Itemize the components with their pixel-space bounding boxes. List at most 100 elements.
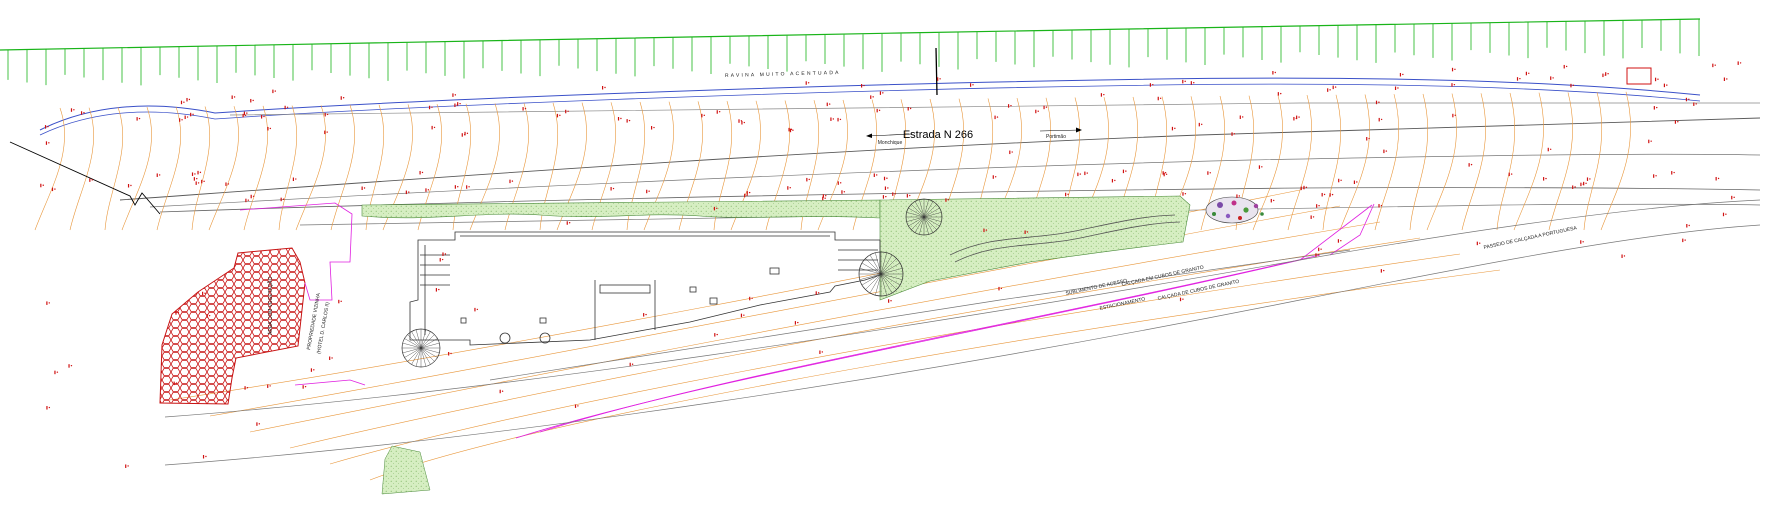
spot-dot <box>1549 148 1552 150</box>
spot-dot <box>175 382 178 384</box>
spot-dot <box>1717 177 1720 180</box>
spot-dot <box>887 187 889 189</box>
radial-spoke <box>402 342 422 349</box>
contour-line <box>1287 95 1312 231</box>
spot-mark <box>186 97 188 102</box>
spot-dot <box>227 183 230 185</box>
section-cut-line <box>9 141 161 215</box>
spot-dot <box>252 195 255 197</box>
spot-dot <box>612 187 615 190</box>
contour-line <box>1339 94 1370 231</box>
spot-mark <box>1383 149 1385 154</box>
spot-dot <box>1209 172 1211 174</box>
ravine-ticks <box>7 19 1700 86</box>
spot-mark <box>267 384 269 388</box>
spot-dot <box>138 117 141 120</box>
spot-mark <box>80 111 83 115</box>
spot-mark <box>1207 171 1209 175</box>
radial-spoke <box>919 216 925 235</box>
spot-mark <box>716 110 718 114</box>
spot-mark <box>292 177 295 182</box>
spot-dot <box>821 351 824 353</box>
radial-spoke <box>911 216 925 230</box>
spot-dot <box>269 385 271 387</box>
radial-spoke <box>404 338 422 349</box>
spot-mark <box>442 252 444 256</box>
spot-dot <box>996 116 999 118</box>
spot-dot <box>252 99 254 102</box>
radial-spoke <box>914 201 925 218</box>
spot-mark <box>256 422 258 426</box>
spot-mark <box>243 111 246 116</box>
property-boundary <box>239 202 1375 439</box>
spot-mark <box>1043 105 1045 110</box>
spot-mark <box>439 258 441 262</box>
spot-dot <box>839 118 842 121</box>
spot-dot <box>408 191 410 193</box>
spot-mark <box>250 98 252 103</box>
spot-dot <box>1340 240 1342 242</box>
spot-mark <box>1318 247 1320 252</box>
contour-line <box>1200 95 1225 231</box>
spot-dot <box>825 195 827 197</box>
radial-spoke <box>880 273 903 280</box>
spot-mark <box>509 179 511 184</box>
spot-mark <box>1570 83 1572 88</box>
spot-dot <box>797 321 799 324</box>
spot-mark <box>1321 192 1323 197</box>
spot-mark <box>1723 77 1726 81</box>
spot-mark <box>1380 269 1382 273</box>
spot-mark <box>1722 212 1725 217</box>
radial-spoke <box>906 212 925 218</box>
spot-dot <box>233 96 236 98</box>
spot-mark <box>1621 254 1623 258</box>
spot-dot <box>716 207 718 210</box>
spot-mark <box>284 105 286 110</box>
spot-dot <box>876 174 878 176</box>
spot-dot <box>54 188 56 190</box>
spot-mark <box>1572 185 1574 189</box>
spot-dot <box>454 94 457 96</box>
spot-mark <box>1122 169 1125 174</box>
spot-mark <box>1525 71 1527 76</box>
spot-dot <box>1233 133 1236 135</box>
spot-dot <box>476 308 479 311</box>
spot-mark <box>1580 182 1582 187</box>
radial-spoke <box>411 331 422 349</box>
spot-dot <box>1152 83 1154 86</box>
spot-mark <box>1508 172 1510 177</box>
radial-spoke <box>880 262 901 275</box>
spot-mark <box>1353 180 1356 185</box>
spot-mark <box>1157 96 1159 101</box>
spot-dot <box>894 193 896 195</box>
radial-spoke <box>869 273 882 294</box>
spot-mark <box>45 141 48 145</box>
spot-dot <box>1650 140 1652 142</box>
spot-mark <box>1693 102 1695 106</box>
spot-dot <box>1103 93 1105 96</box>
spot-mark <box>1171 126 1174 131</box>
radial-spoke <box>923 216 929 235</box>
contour-line <box>1426 93 1457 231</box>
spot-mark <box>738 119 740 123</box>
spot-dot <box>718 111 721 113</box>
spot-dot <box>282 198 285 200</box>
spot-dot <box>1174 127 1176 130</box>
spot-mark <box>1654 77 1657 82</box>
spot-mark <box>822 196 824 201</box>
spot-mark <box>794 321 797 325</box>
spot-dot <box>1241 116 1244 118</box>
spot-dot <box>620 117 622 120</box>
spot-mark <box>1451 67 1454 72</box>
spot-mark <box>789 128 792 133</box>
spot-mark <box>819 350 821 354</box>
spot-dot <box>204 292 206 294</box>
spot-dot <box>427 189 430 191</box>
spot-mark <box>1179 297 1182 302</box>
radial-spoke <box>923 204 937 218</box>
spot-dot <box>832 118 835 120</box>
spot-mark <box>1648 139 1650 144</box>
spot-dot <box>1329 89 1331 91</box>
spot-dot <box>872 96 874 98</box>
spot-elevations <box>40 61 1742 468</box>
